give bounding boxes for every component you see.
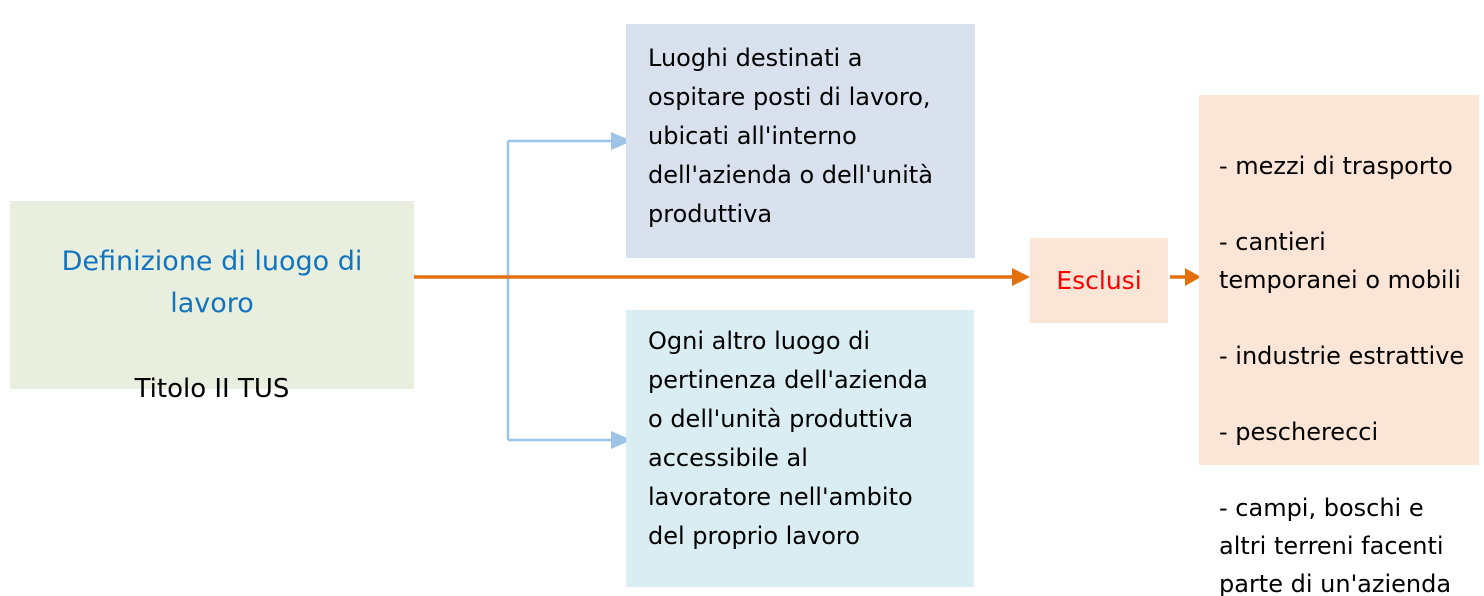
excluded-label: Esclusi: [1056, 266, 1142, 295]
exclusion-item-fishing-vessels: - pescherecci: [1219, 418, 1379, 446]
excluded-arrowhead-icon: [1012, 268, 1030, 286]
exclusions-list-box: - mezzi di trasporto - cantieri temporan…: [1199, 95, 1479, 596]
included-places-bottom-box: Ogni altro luogo di pertinenza dell'azie…: [626, 310, 974, 587]
definition-title: Definizione di luogo di lavoro: [61, 246, 363, 319]
excluded-box: Esclusi: [1030, 238, 1168, 323]
exclusions-arrowhead-icon: [1185, 268, 1201, 286]
definition-box: Definizione di luogo di lavoro Titolo II…: [10, 201, 414, 404]
exclusion-item-construction-sites: - cantieri temporanei o mobili: [1219, 228, 1461, 294]
exclusion-item-agricultural-land: - campi, boschi e altri terreni facenti …: [1219, 494, 1452, 596]
definition-subtitle: Titolo II TUS: [134, 374, 290, 404]
included-places-top-box: Luoghi destinati a ospitare posti di lav…: [626, 24, 975, 258]
exclusion-item-transport: - mezzi di trasporto: [1219, 152, 1453, 180]
branch-bottom-arrowhead-icon: [611, 431, 632, 449]
blue-branch-connector: [506, 139, 612, 442]
exclusion-item-extractive-industries: - industrie estrattive: [1219, 342, 1465, 370]
branch-top-arrowhead-icon: [611, 132, 632, 150]
